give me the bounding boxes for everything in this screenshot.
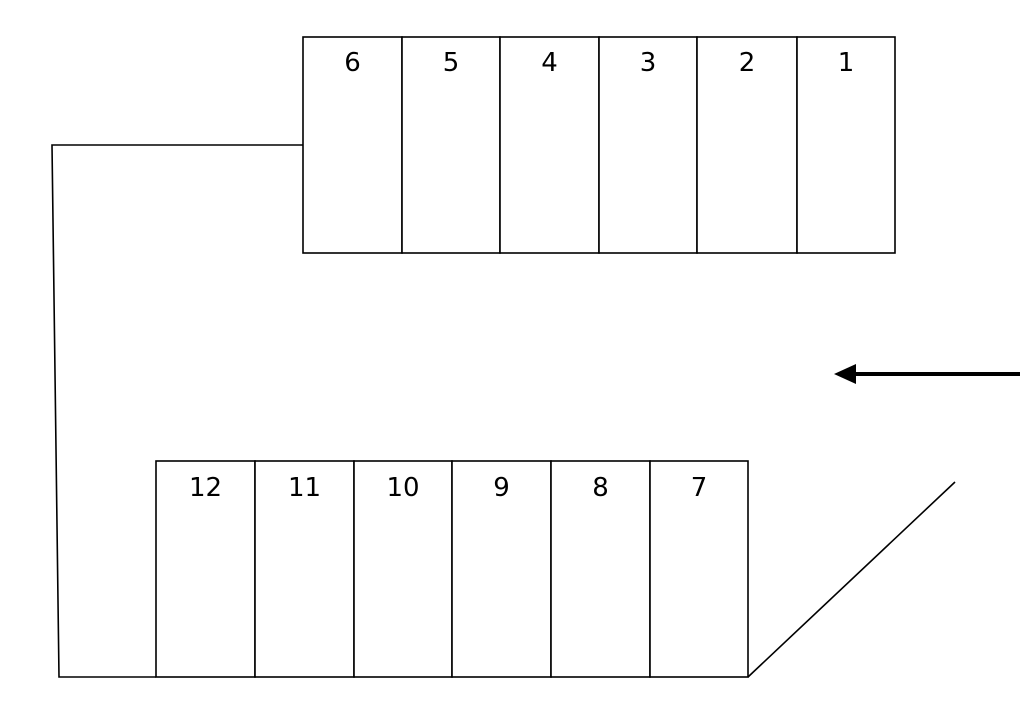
stall-box: [302, 36, 403, 254]
stall[interactable]: 7: [649, 460, 749, 678]
stall[interactable]: 12: [155, 460, 256, 678]
stall-number: 2: [739, 48, 756, 78]
stall-number: 10: [386, 473, 419, 503]
stall-box: [451, 460, 552, 678]
stall-number: 8: [592, 473, 609, 503]
stall-box: [598, 36, 698, 254]
stall-number: 5: [443, 48, 460, 78]
stall-box: [550, 460, 651, 678]
stall[interactable]: 2: [696, 36, 798, 254]
bottom-stall-row: 12 11 10 9 8 7: [155, 460, 749, 678]
stall-number: 1: [838, 48, 855, 78]
lot-boundary-left: [51, 144, 303, 678]
stall[interactable]: 4: [499, 36, 600, 254]
stall[interactable]: 9: [451, 460, 552, 678]
stall-box: [155, 460, 256, 678]
stall[interactable]: 3: [598, 36, 698, 254]
stall-number: 6: [344, 48, 361, 78]
stall-box: [401, 36, 501, 254]
stall-box: [649, 460, 749, 678]
arrow-left-icon: [834, 364, 1020, 384]
stall-number: 9: [493, 473, 510, 503]
entrance-diagonal-line: [747, 481, 956, 678]
stall[interactable]: 1: [796, 36, 896, 254]
top-stall-row: 6 5 4 3 2 1: [302, 36, 896, 254]
stall-number: 11: [288, 473, 321, 503]
stall[interactable]: 11: [254, 460, 355, 678]
stall-number: 7: [691, 473, 708, 503]
stall-box: [254, 460, 355, 678]
stall[interactable]: 10: [353, 460, 453, 678]
stall[interactable]: 8: [550, 460, 651, 678]
stall-number: 12: [189, 473, 222, 503]
stall-box: [796, 36, 896, 254]
stall-number: 3: [640, 48, 657, 78]
stall[interactable]: 5: [401, 36, 501, 254]
stall[interactable]: 6: [302, 36, 403, 254]
stall-number: 4: [541, 48, 558, 78]
stall-box: [353, 460, 453, 678]
stall-box: [499, 36, 600, 254]
